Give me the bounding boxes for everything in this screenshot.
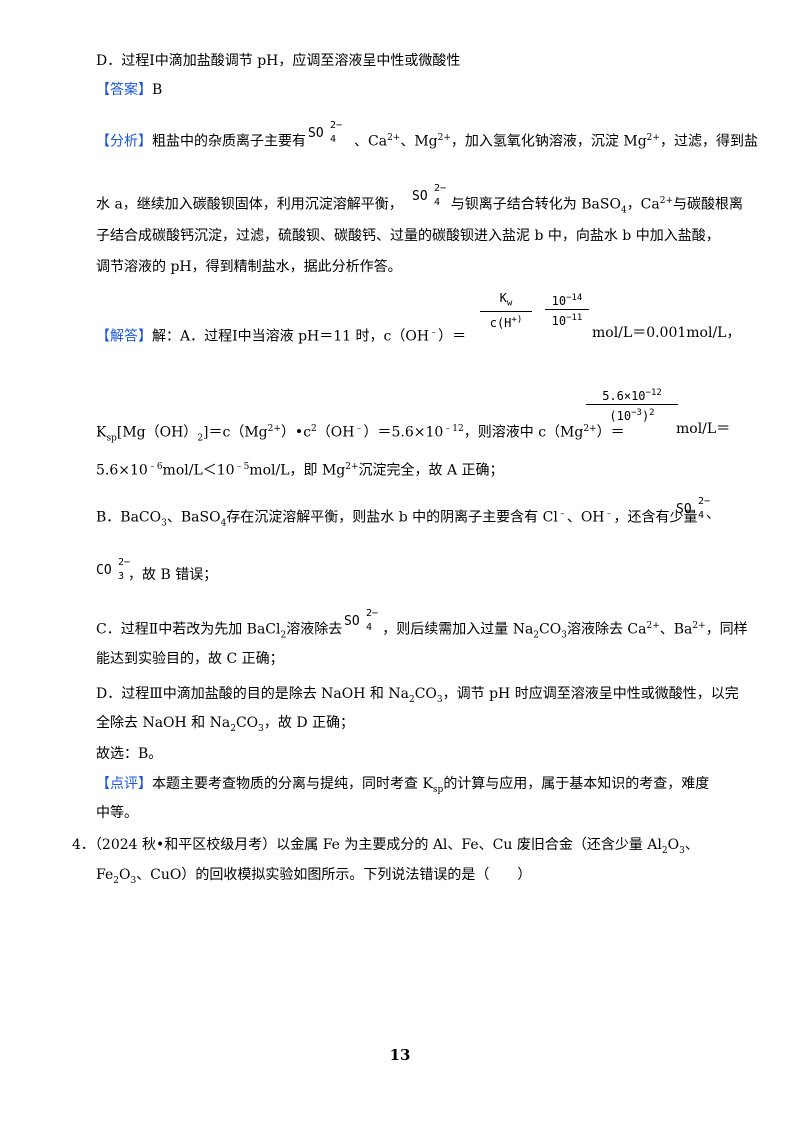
option-d-line-2: 全除去 NaOH 和 Na2CO3，故 D 正确； — [96, 715, 355, 734]
solution-line-2-tail: mol/L＝ — [676, 421, 731, 437]
solution-line-1-tail: mol/L＝0.001mol/L， — [592, 325, 741, 341]
page-number: 13 — [389, 1046, 411, 1064]
solution-line-3: 5.6×10﹣6mol/L＜10﹣5mol/L，即 Mg2+沉淀完全，故 A 正… — [96, 462, 504, 479]
choice-line: 故选：B。 — [96, 746, 163, 762]
option-c-line-2: 能达到实验目的，故 C 正确； — [96, 651, 284, 667]
solution-tag: 【解答】 — [96, 328, 152, 345]
solution-line-2: Ksp[Mg（OH）2]＝c（Mg2+）•c2（OH﹣）＝5.6×10﹣12，则… — [96, 424, 625, 444]
analysis-line-4: 调节溶液的 pH，得到精制盐水，据此分析作答。 — [96, 259, 402, 275]
solution-line-1: 【解答】解：A．过程Ⅰ中当溶液 pH＝11 时，c（OH﹣）＝ — [96, 328, 467, 345]
review-tag: 【点评】 — [96, 776, 152, 792]
ksp-over-conc-fraction: 5.6×10−12(10−3)2 — [586, 386, 678, 423]
answer-tag: 【答案】 — [96, 82, 152, 98]
analysis-line-3: 子结合成碳酸钙沉淀，过滤，硫酸钡、碳酸钙、过量的碳酸钡进入盐泥 b 中，向盐水 … — [96, 228, 720, 244]
question-4-line-1: 4．（2024 秋•和平区校级月考）以金属 Fe 为主要成分的 Al、Fe、Cu… — [72, 837, 699, 856]
analysis-line-2: 水 a，继续加入碳酸钡固体，利用沉淀溶解平衡，与钡离子结合转化为 BaSO4，C… — [96, 196, 744, 216]
analysis-tag: 【分析】 — [96, 133, 152, 150]
option-d-statement: D．过程Ⅰ中滴加盐酸调节 pH，应调至溶液呈中性或微酸性 — [96, 53, 461, 69]
option-b-line-1: B．BaCO3、BaSO4存在沉淀溶解平衡，则盐水 b 中的阴离子主要含有 Cl… — [96, 509, 698, 529]
option-d-line-1: D．过程Ⅲ中滴加盐酸的目的是除去 NaOH 和 Na2CO3，调节 pH 时应调… — [96, 686, 739, 705]
answer-line: 【答案】B — [96, 82, 163, 98]
option-c-line-1: C．过程Ⅱ中若改为先加 BaCl2溶液除去，则后续需加入过量 Na2CO3溶液除… — [96, 621, 748, 641]
option-b-line-2: ，故 B 错误； — [128, 567, 218, 583]
review-line-1: 【点评】本题主要考查物质的分离与提纯，同时考查 Ksp的计算与应用，属于基本知识… — [96, 776, 710, 795]
review-line-2: 中等。 — [96, 805, 138, 821]
question-4-line-2: Fe2O3、CuO）的回收模拟实验如图所示。下列说法错误的是（ ） — [96, 867, 532, 886]
analysis-line-1: 【分析】粗盐中的杂质离子主要有、Ca2+、Mg2+，加入氢氧化钠溶液，沉淀 Mg… — [96, 133, 758, 150]
